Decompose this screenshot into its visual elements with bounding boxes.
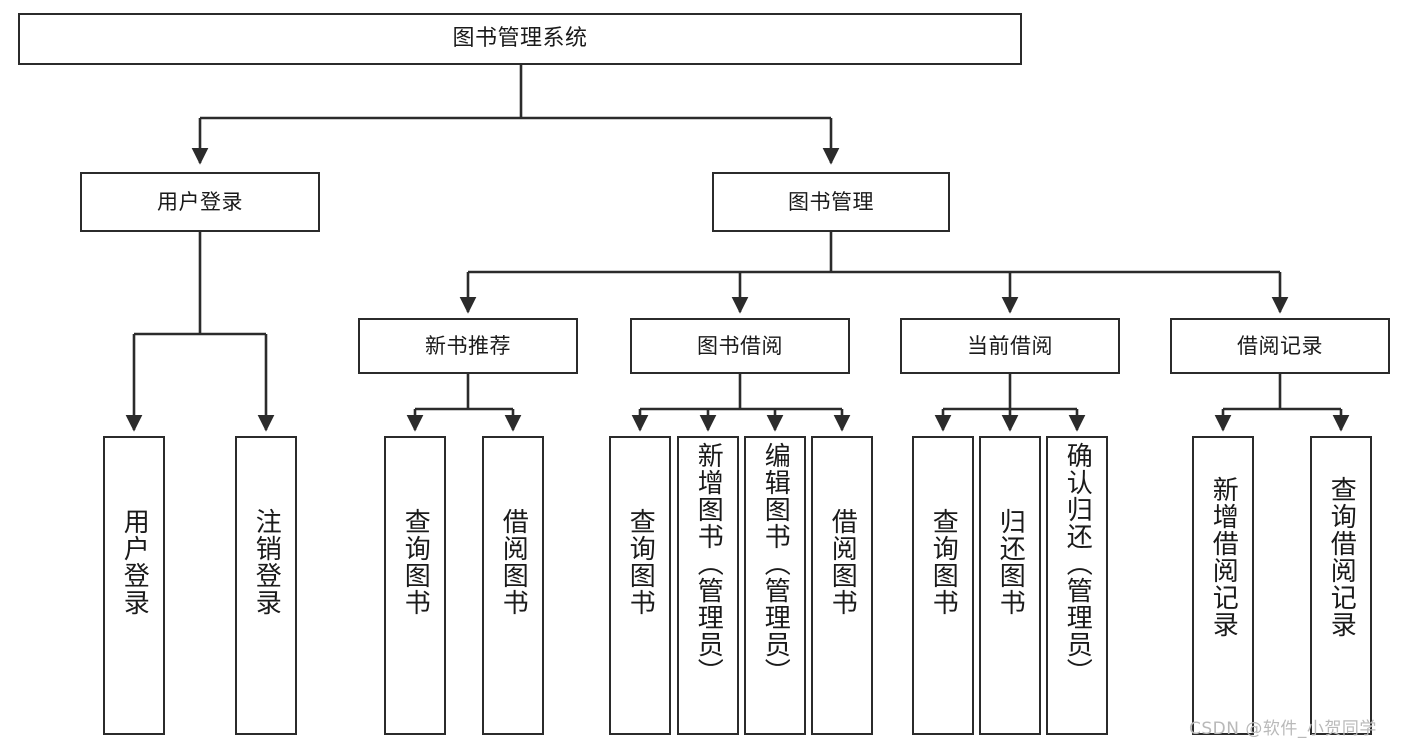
node-leaf-query-book-2[interactable]: 查询图书 [609,436,671,735]
node-leaf-edit-book-label: 编辑图书（管理员） [760,442,791,685]
node-current-borrow-label: 当前借阅 [967,333,1053,358]
node-user-login-label: 用户登录 [157,189,243,214]
node-leaf-logout-label: 注销登录 [251,508,282,616]
node-leaf-query-book-3-label: 查询图书 [928,508,959,616]
node-book-manage-label: 图书管理 [788,189,874,214]
node-leaf-add-book[interactable]: 新增图书（管理员） [677,436,739,735]
node-new-book-recommend[interactable]: 新书推荐 [358,318,578,374]
node-leaf-confirm-return-label: 确认归还（管理员） [1062,442,1093,685]
node-leaf-query-book-2-label: 查询图书 [625,508,656,616]
node-leaf-add-record[interactable]: 新增借阅记录 [1192,436,1254,735]
node-leaf-edit-book[interactable]: 编辑图书（管理员） [744,436,806,735]
node-leaf-borrow-book-2[interactable]: 借阅图书 [811,436,873,735]
node-leaf-return-book[interactable]: 归还图书 [979,436,1041,735]
node-root-system-label: 图书管理系统 [452,26,588,52]
node-root-system[interactable]: 图书管理系统 [18,13,1022,65]
node-borrow-record-label: 借阅记录 [1237,333,1323,358]
node-leaf-logout[interactable]: 注销登录 [235,436,297,735]
node-leaf-query-record-label: 查询借阅记录 [1326,476,1357,638]
node-leaf-add-record-label: 新增借阅记录 [1208,476,1239,638]
node-leaf-user-login-label: 用户登录 [119,508,150,616]
node-leaf-query-record[interactable]: 查询借阅记录 [1310,436,1372,735]
node-book-borrow[interactable]: 图书借阅 [630,318,850,374]
node-leaf-query-book-3[interactable]: 查询图书 [912,436,974,735]
node-current-borrow[interactable]: 当前借阅 [900,318,1120,374]
node-book-borrow-label: 图书借阅 [697,333,783,358]
node-leaf-query-book-1-label: 查询图书 [400,508,431,616]
node-borrow-record[interactable]: 借阅记录 [1170,318,1390,374]
node-leaf-borrow-book-1-label: 借阅图书 [498,508,529,616]
node-leaf-confirm-return[interactable]: 确认归还（管理员） [1046,436,1108,735]
node-leaf-user-login[interactable]: 用户登录 [103,436,165,735]
node-book-manage[interactable]: 图书管理 [712,172,950,232]
node-leaf-add-book-label: 新增图书（管理员） [693,442,724,685]
node-leaf-query-book-1[interactable]: 查询图书 [384,436,446,735]
node-leaf-return-book-label: 归还图书 [995,508,1026,616]
node-leaf-borrow-book-1[interactable]: 借阅图书 [482,436,544,735]
csdn-watermark: CSDN @软件_小贺同学 [1189,719,1377,739]
node-leaf-borrow-book-2-label: 借阅图书 [827,508,858,616]
node-user-login[interactable]: 用户登录 [80,172,320,232]
node-new-book-recommend-label: 新书推荐 [425,333,511,358]
